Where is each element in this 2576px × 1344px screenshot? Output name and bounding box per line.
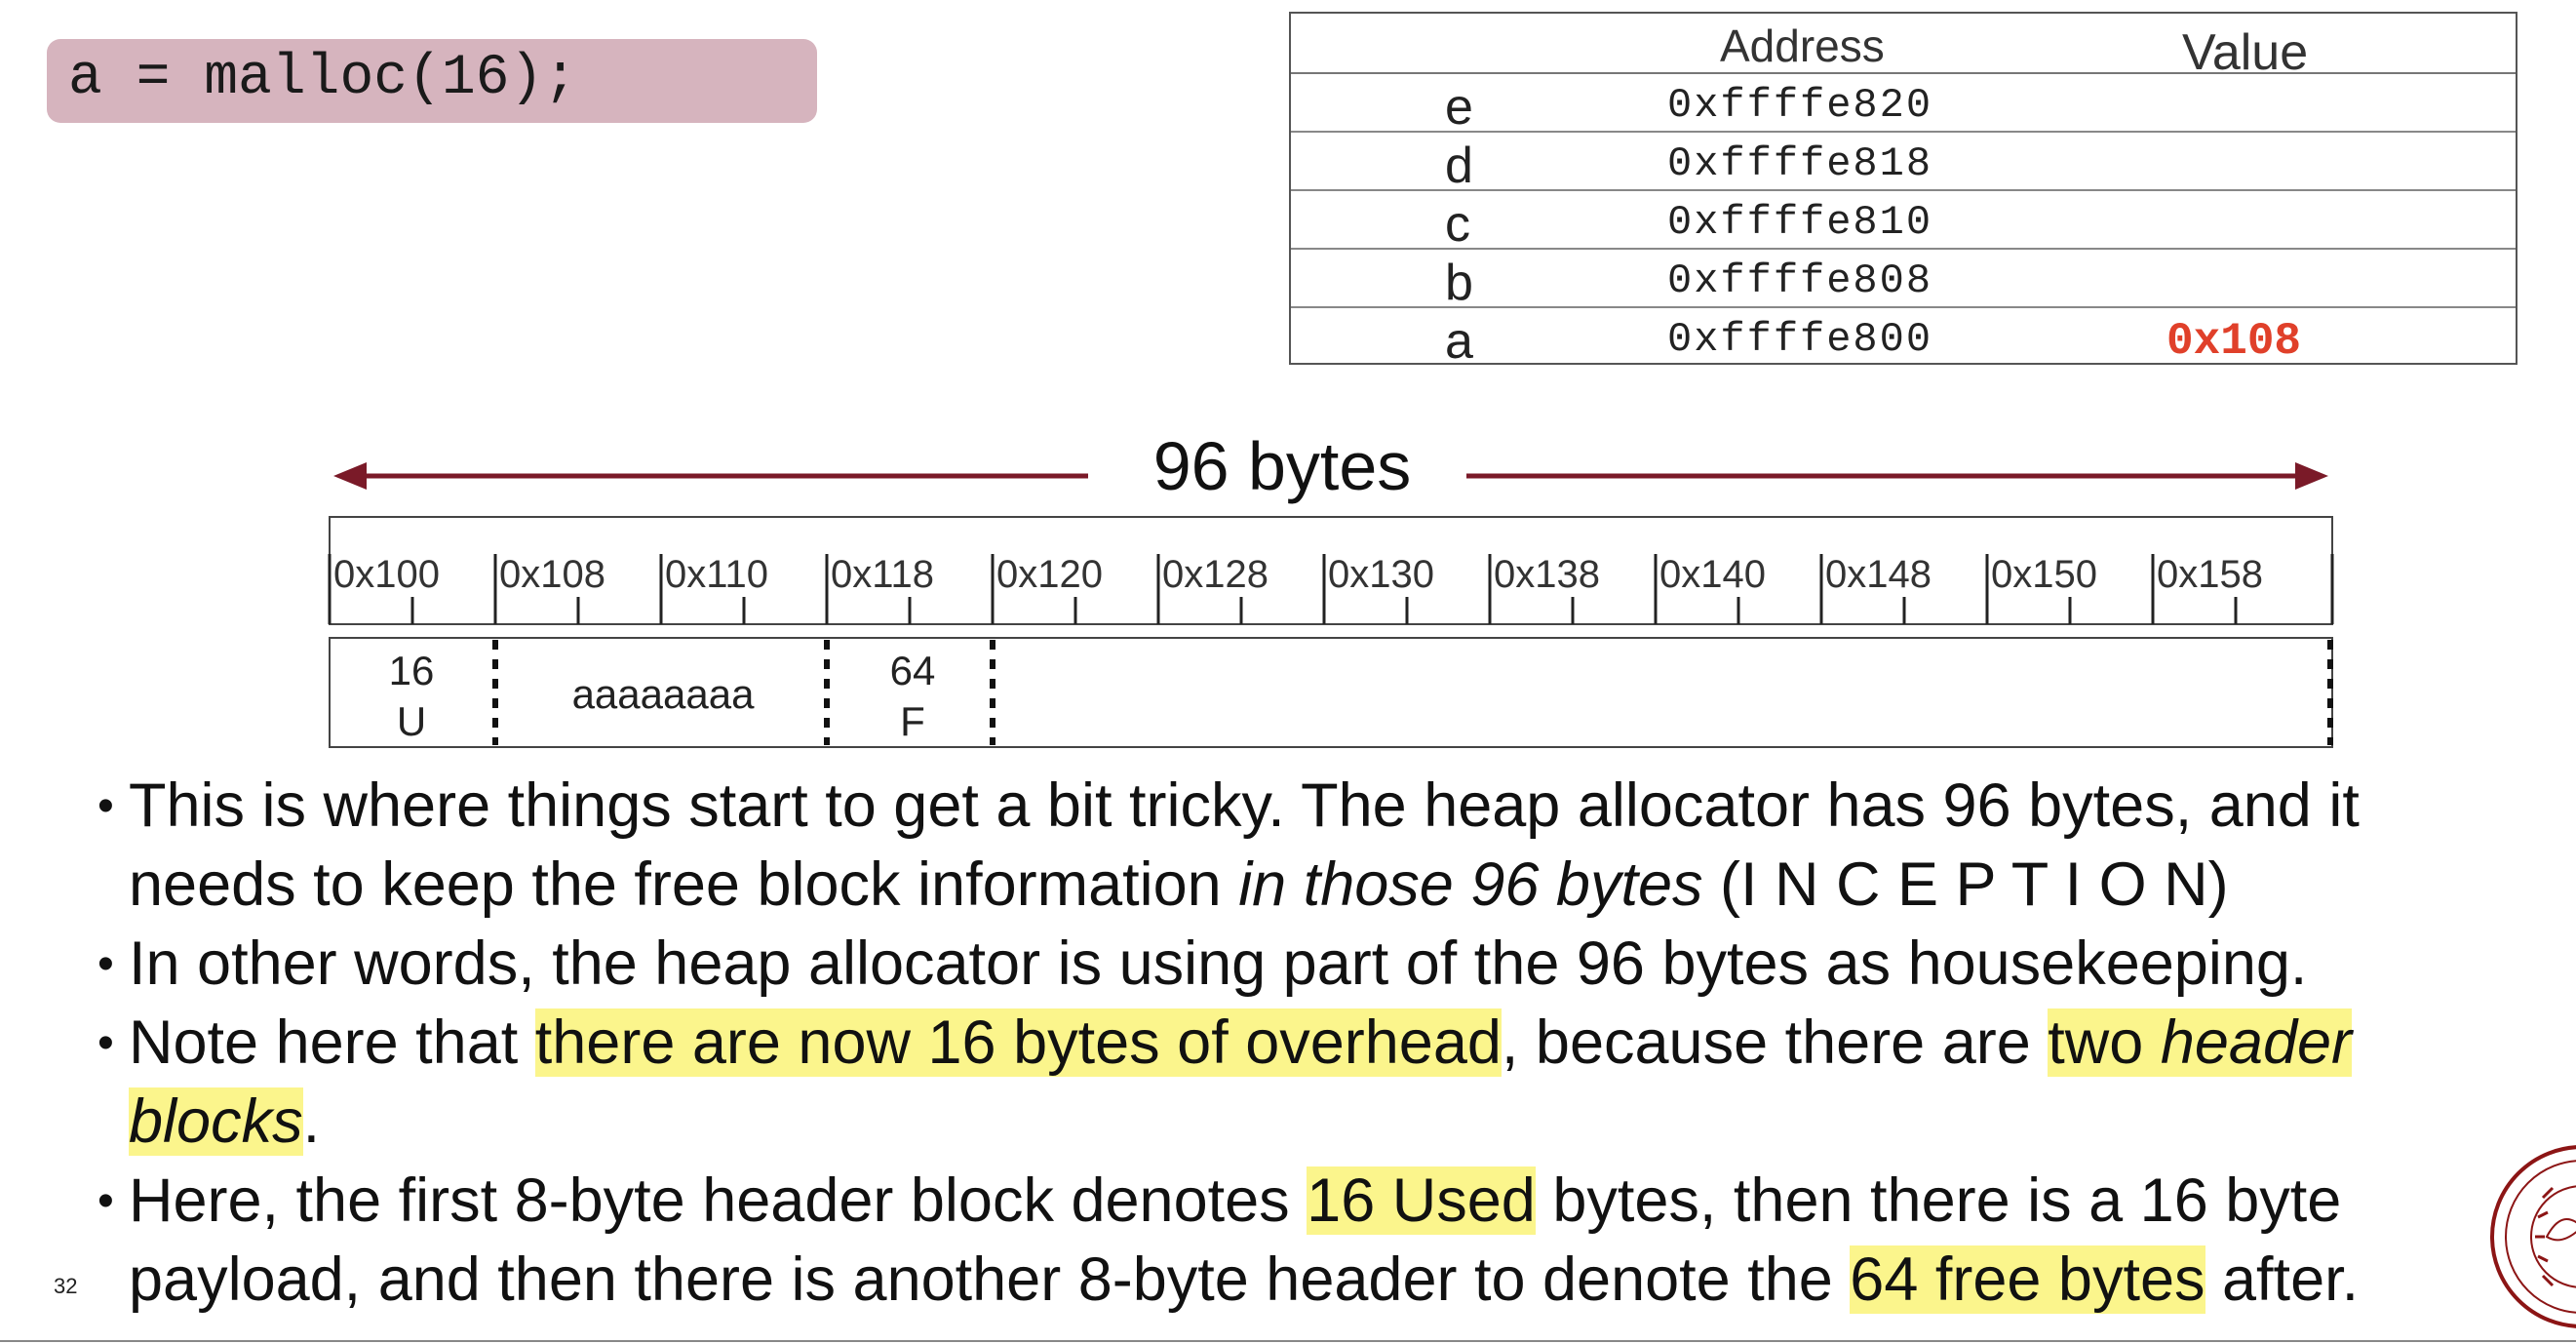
variable-name: c (1445, 196, 1470, 253)
header-status-label: U (397, 698, 426, 744)
stack-memory-table: Address Value e 0xffffe820 d 0xffffe818 … (1289, 12, 2517, 370)
payload-block: aaaaaaaa (572, 671, 756, 717)
bullet-text: bytes, then there is a 16 byte payload, … (129, 1166, 2342, 1314)
variable-name: d (1445, 138, 1473, 194)
header-block-used: 16 U (389, 648, 435, 744)
code-snippet-box: a = malloc(16); (47, 39, 817, 123)
slide-bottom-rule (0, 1340, 2576, 1342)
stack-table-header: Address Value (1291, 14, 2516, 81)
variable-name: a (1445, 313, 1473, 370)
stack-row-c: c 0xffffe810 (1291, 189, 2516, 253)
variable-address: 0xffffe820 (1667, 82, 1933, 129)
bullet-text: In other words, the heap allocator is us… (129, 929, 2308, 998)
ruler-address-label: 0x128 (1162, 553, 1268, 596)
variable-address: 0xffffe808 (1667, 257, 1933, 304)
slide-number: 32 (54, 1274, 78, 1298)
ruler-address-label: 0x150 (1991, 553, 2097, 596)
address-ruler-ticks (328, 554, 2334, 624)
variable-name: b (1445, 255, 1473, 311)
payload-label: aaaaaaaa (572, 671, 756, 717)
span-arrow-left (333, 462, 1088, 490)
bullet-text: after. (2205, 1245, 2360, 1314)
heap-memory-box (329, 637, 2333, 748)
header-size-label: 64 (890, 648, 936, 693)
ruler-address-label: 0x110 (665, 553, 768, 596)
variable-address: 0xffffe800 (1667, 316, 1933, 363)
ruler-address-label: 0x130 (1328, 553, 1434, 596)
ruler-address-label: 0x148 (1825, 553, 1932, 596)
heap-diagram: 0x100 0x108 0x110 0x118 0x120 0x128 0x130 0x138… (328, 462, 2334, 748)
code-line: a = malloc(16); (68, 47, 578, 110)
stack-row-d: d 0xffffe818 (1291, 131, 2516, 194)
header-status-label: F (900, 698, 925, 744)
bullet-text: (I N C E P T I O N) (1702, 850, 2229, 919)
highlighted-text: there are now 16 bytes of overhead (534, 1008, 1502, 1077)
highlighted-text: 16 Used (1307, 1166, 1536, 1235)
bullet-text: Here, the first 8-byte header block deno… (129, 1166, 1308, 1235)
address-column-header: Address (1720, 20, 1885, 71)
header-block-free: 64 F (890, 648, 936, 744)
span-arrow-right (1466, 462, 2328, 490)
bullet-4: Here, the first 8-byte header block deno… (98, 1162, 2496, 1320)
header-size-label: 16 (389, 648, 435, 693)
bullet-3: Note here that there are now 16 bytes of… (98, 1004, 2496, 1162)
value-column-header: Value (2182, 24, 2309, 81)
ruler-address-label: 0x120 (996, 553, 1103, 596)
variable-value: 0x108 (2166, 316, 2302, 367)
ruler-address-label: 0x118 (831, 553, 934, 596)
variable-address: 0xffffe810 (1667, 199, 1933, 246)
ruler-address-label: 0x140 (1659, 553, 1766, 596)
bullet-text: . (302, 1087, 321, 1156)
heap-size-label: 96 bytes (1152, 428, 1412, 504)
university-seal-icon (2490, 1145, 2576, 1328)
variable-name: e (1445, 79, 1473, 136)
bullet-italic-text: in those 96 bytes (1238, 850, 1703, 919)
ruler-address-label: 0x108 (499, 553, 605, 596)
ruler-address-label: 0x100 (333, 553, 440, 596)
address-ruler-labels: 0x100 0x108 0x110 0x118 0x120 0x128 0x130 0x138… (333, 553, 2263, 596)
ruler-address-label: 0x158 (2157, 553, 2263, 596)
stack-row-b: b 0xffffe808 (1291, 248, 2516, 311)
stack-row-a: a 0xffffe800 0x108 (1291, 306, 2516, 370)
bullet-text: This is where things start to get a bit … (129, 771, 2360, 919)
highlighted-text: two (2048, 1008, 2161, 1077)
bullet-2: In other words, the heap allocator is us… (98, 925, 2496, 1004)
ruler-address-label: 0x138 (1494, 553, 1600, 596)
bullet-text: , because there are (1501, 1008, 2049, 1077)
stack-row-e: e 0xffffe820 (1291, 72, 2516, 136)
highlighted-text: 64 free bytes (1850, 1245, 2205, 1314)
variable-address: 0xffffe818 (1667, 140, 1933, 187)
bullet-1: This is where things start to get a bit … (98, 767, 2496, 925)
bullet-text: Note here that (129, 1008, 535, 1077)
heap-block-dividers (492, 640, 2333, 745)
bullet-list: This is where things start to get a bit … (98, 767, 2496, 1320)
